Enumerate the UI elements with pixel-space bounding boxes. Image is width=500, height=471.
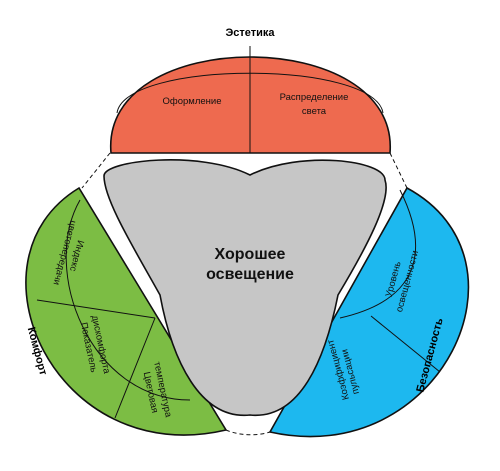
center-trefoil: [103, 159, 387, 416]
dash-top-right: [389, 152, 408, 189]
petal-comfort-divider-2: [114, 317, 156, 419]
petal-aesthetics-title: Эстетика: [225, 27, 275, 39]
petal-safety-shape: [268, 186, 470, 438]
petal-safety-inner-arc: [339, 189, 417, 319]
dash-bottom: [225, 429, 271, 436]
item-light-distribution: Распределение: [280, 92, 349, 103]
petal-aesthetics: Эстетика Оформление Распределение света: [110, 27, 391, 154]
dash-top-left: [81, 152, 111, 189]
center-title-line1: Хорошее: [215, 246, 286, 263]
petal-comfort-shape: [25, 186, 228, 436]
item-light-distribution-2: света: [302, 106, 327, 117]
petal-comfort: Комфорт Индекс цветопередачи Показатель …: [25, 186, 228, 436]
item-design: Оформление: [163, 96, 222, 107]
center-shape-group: Хорошее освещение: [103, 159, 387, 416]
petal-safety-divider: [370, 315, 441, 373]
dashed-connectors: [81, 152, 408, 436]
petal-comfort-divider-1: [36, 299, 156, 319]
center-title-line2: освещение: [206, 266, 294, 283]
petal-safety: Безопасность Уровень освещенности Коэффи…: [268, 186, 470, 438]
petal-comfort-inner-arc: [65, 199, 191, 401]
